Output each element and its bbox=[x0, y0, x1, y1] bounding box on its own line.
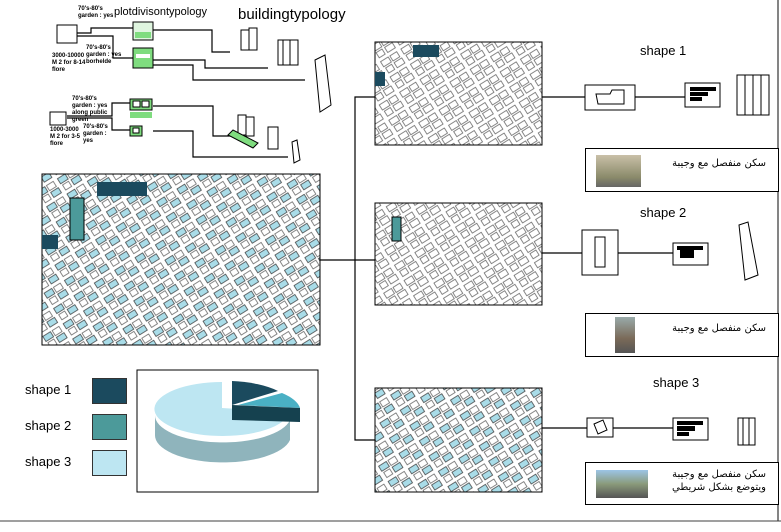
pie-slice-shape1 bbox=[232, 381, 278, 405]
note: 3000-10000 M 2 for 8-14 flore bbox=[52, 53, 86, 73]
note: 70's-80's garden : yes borhelde bbox=[86, 45, 122, 65]
shape1-caption: سكن منفصل مع وجيبة bbox=[585, 148, 779, 192]
building-photo bbox=[596, 155, 641, 187]
shape1-label: shape 1 bbox=[640, 43, 687, 58]
map-shape3 bbox=[374, 387, 543, 493]
note: 1000-3000 M 2 for 3-5 flore bbox=[50, 127, 81, 147]
pie-chart bbox=[154, 381, 300, 463]
legend-swatch-shape2 bbox=[92, 414, 127, 440]
note: 70's-80's garden : yes bbox=[78, 6, 114, 19]
shape3-label: shape 3 bbox=[653, 375, 700, 390]
street-photo bbox=[596, 470, 648, 498]
building-typology-heading: buildingtypology bbox=[238, 6, 346, 23]
note: 70's-80's garden : yes along public gree… bbox=[72, 96, 108, 123]
pie-slice-shape2 bbox=[238, 393, 300, 408]
map-shape2 bbox=[374, 202, 543, 306]
caption-text: سكن منفصل مع وجيبة bbox=[672, 323, 766, 334]
shape2-label: shape 2 bbox=[640, 205, 687, 220]
legend-label-shape1: shape 1 bbox=[25, 382, 72, 397]
pie-side bbox=[154, 415, 290, 463]
note: 70's-80's garden : yes bbox=[83, 124, 108, 144]
legend-label-shape2: shape 2 bbox=[25, 418, 72, 433]
pie-slice-shape3 bbox=[154, 382, 290, 436]
map-shape1 bbox=[374, 41, 543, 146]
caption-text: سكن منفصل مع وجيبة ويتوضع بشكل شريطي bbox=[672, 469, 766, 493]
legend-label-shape3: shape 3 bbox=[25, 454, 72, 469]
shape2-caption: سكن منفصل مع وجيبة bbox=[585, 313, 779, 357]
building-photo bbox=[615, 317, 635, 353]
shape3-caption: سكن منفصل مع وجيبة ويتوضع بشكل شريطي bbox=[585, 462, 779, 505]
caption-text: سكن منفصل مع وجيبة bbox=[672, 158, 766, 169]
plot-typology-heading: plotdivisontypology bbox=[114, 6, 207, 18]
legend-swatch-shape1 bbox=[92, 378, 127, 404]
main-map bbox=[41, 173, 321, 346]
legend-swatch-shape3 bbox=[92, 450, 127, 476]
